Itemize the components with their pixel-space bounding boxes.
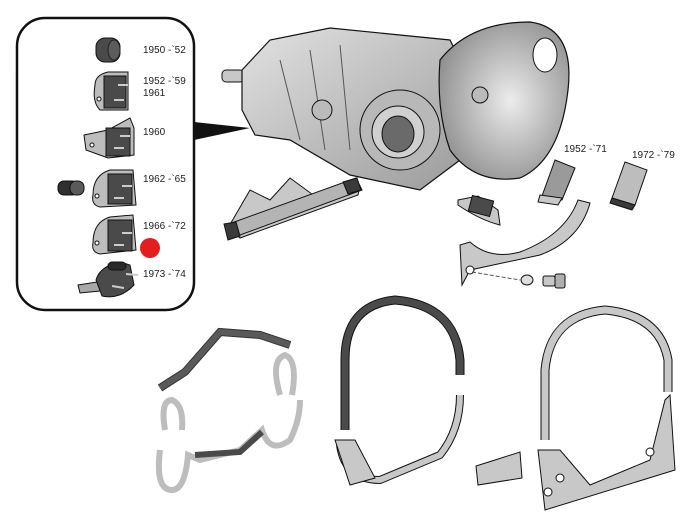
label-1972-79: 1972 -`79: [632, 150, 675, 161]
label-1960: 1960: [143, 127, 166, 138]
mount-1950-52: [95, 37, 121, 63]
label-1961: 1961: [143, 88, 166, 99]
front-carrier-bracket: [223, 177, 363, 241]
inset-panel: [15, 16, 250, 312]
strap-hoop-middle: [334, 295, 465, 486]
label-1962-65: 1962 -`65: [143, 174, 186, 185]
mount-1952-59-1961: [93, 71, 129, 111]
label-1952-59: 1952 -`59: [143, 76, 186, 87]
highlight-dot: [140, 238, 160, 258]
label-1966-72: 1966 -`72: [143, 221, 186, 232]
label-1952-71: 1952 -`71: [564, 144, 607, 155]
rear-mount-left: [457, 194, 501, 226]
mount-1960: [83, 117, 135, 159]
pointer-arrow: [194, 122, 250, 140]
transmission-case: [221, 21, 570, 191]
mount-1973-74: [77, 261, 139, 298]
rear-mount-1952-71: [537, 159, 576, 206]
small-plate-bracket: [475, 451, 523, 486]
strap-set-left: [155, 327, 303, 494]
label-1950-52: 1950 -`52: [143, 45, 186, 56]
strap-hoop-right: [537, 305, 676, 511]
rear-strap-bracket: [459, 199, 591, 289]
rear-mount-1972-79: [609, 161, 648, 211]
mount-1962-65: [57, 169, 137, 208]
mount-1966-72: [92, 214, 137, 255]
label-1973-74: 1973 -`74: [143, 269, 186, 280]
